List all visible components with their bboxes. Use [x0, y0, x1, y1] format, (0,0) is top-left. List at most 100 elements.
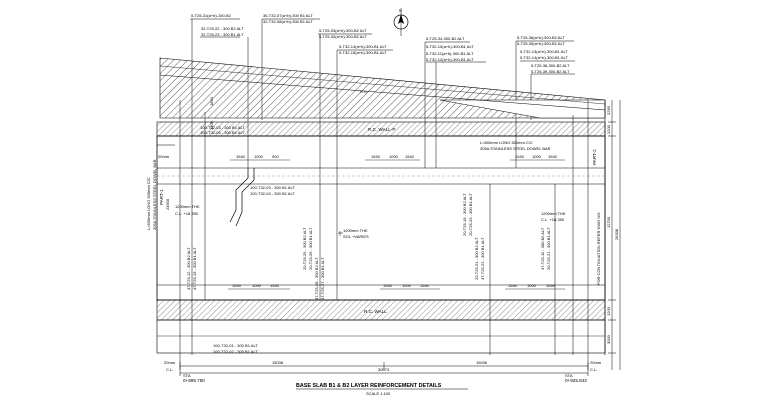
vertical-callout: 20-T25-20 - 300 B1 ALT: [468, 193, 473, 236]
station-label: STA: [565, 373, 573, 378]
dimension-text: 1540: [232, 283, 242, 288]
lower-band-label: R.C. WALL: [364, 309, 387, 314]
level-mark: C.L. +18.350: [175, 211, 199, 216]
vertical-callout: 20-T25-25 - 300 B2 ALT: [302, 227, 307, 270]
callout-label: 32-T25-23 - 300 B1 ALT: [201, 32, 244, 37]
dimension-text: 900: [272, 154, 279, 159]
dimension-text: 1540: [508, 283, 518, 288]
vertical-callout: 20-T25-21 - 300 B2 ALT: [474, 237, 479, 280]
center-note: 1200mm THK: [343, 228, 368, 233]
callout-label: 5-T32-12(a+b)-300-B1 ALT: [426, 57, 474, 62]
left-part-label: PART-1: [159, 189, 164, 205]
dimension-text: 1000: [254, 154, 264, 159]
callout-label: 5-T25-35(a+b)-300-B2 ALT: [517, 41, 565, 46]
level-mark: C.L. +18.350: [541, 217, 565, 222]
left-note: 305A STAINLESS STEEL DOWEL BAR: [152, 159, 157, 230]
dowel-note: L=800mm LONG 500mm C/C: [480, 140, 533, 145]
callout-label: 5-T32-15(a+b)-300-B1 ALT: [339, 50, 387, 55]
right-dimension: 3000: [606, 334, 611, 344]
vertical-callout: 47-T25-28 - 300 B2 ALT: [314, 257, 319, 300]
vertical-callouts: 47-T25-12 - 300 B2 ALT 47-T25-13 - 300 B…: [186, 193, 551, 300]
dimension-text: 1540: [383, 283, 393, 288]
dimension-text: 1000: [252, 283, 262, 288]
level-mark: 1200mm THK: [175, 204, 200, 209]
north-arrow-icon: N: [393, 8, 409, 36]
callout-label: 5-T25-33(a+b)-300-B2 ALT: [319, 28, 367, 33]
callout-label: 5-T32-14(a+b)-300-B1 ALT: [339, 44, 387, 49]
right-part-label: PART-2: [592, 149, 597, 165]
center-note: SOL +VARIES: [343, 234, 369, 239]
right-reference: FOR CONTINUATION REFER DWG NO.: [596, 212, 601, 285]
drawing-title: BASE SLAB B1 & B2 LAYER REINFORCEMENT DE…: [296, 383, 442, 389]
bar-note: 100-T32-03 - 300 B1 ALT: [250, 185, 295, 190]
level-mark: 1200mm THK: [541, 211, 566, 216]
left-note: L=600mm LONG 500mm C/C: [146, 177, 151, 230]
callout-label: 32-T32-08(a+b)-300 B1 ALT: [263, 19, 313, 24]
dimension-text: 1000: [389, 154, 399, 159]
callout-label: 5-T25-38-300-B2 ALT: [531, 63, 570, 68]
dimension-text: 1000: [527, 283, 537, 288]
bar-note: 100-T32-01 - 300 B1 ALT: [213, 343, 258, 348]
dimension-text: 1860: [209, 96, 214, 106]
right-dimension: 2290: [606, 105, 611, 115]
bent-bar: [235, 168, 255, 227]
vertical-callout: 47-T25-13 - 300 B1 ALT: [192, 247, 197, 290]
station-label: STA: [183, 373, 191, 378]
dimension-text: 15036: [476, 360, 488, 365]
dimension-text: 30073: [378, 367, 390, 372]
station-cl: C.L.: [166, 367, 173, 372]
right-dimension: 12700: [606, 216, 611, 228]
dimension-text: 1540: [371, 154, 381, 159]
vertical-callout: 47-T25-12 - 300 B2 ALT: [186, 247, 191, 290]
callout-label: 5-T32-14(a+b)-300-B1 ALT: [520, 55, 568, 60]
bar-note: 100-T32-03 - 300 B1 ALT: [200, 125, 245, 130]
station-value: 0+895.750: [183, 378, 205, 383]
dimension-text: 1000: [402, 283, 412, 288]
callout-label: 32-T25-22 - 300 B2 ALT: [201, 26, 244, 31]
dimension-text: 15036: [272, 360, 284, 365]
callout-label: 5-T32-10(a+b)-300-B1 ALT: [426, 44, 474, 49]
dimension-text: 1540: [405, 154, 415, 159]
upper-band-label: R.C. WALL-P: [368, 127, 395, 132]
left-margin-notes: L=600mm LONG 500mm C/C 305A STAINLESS ST…: [146, 159, 170, 230]
vertical-callout: 20-T25-26 - 300 B1 ALT: [308, 227, 313, 270]
vertical-gridlines: [179, 100, 589, 370]
callout-label: 5-T25-32(a+b)-300-B2 ALT: [319, 34, 367, 39]
vertical-callout: 47-T25-11 - 300 B2 ALT: [540, 227, 545, 270]
callout-label: 5-T32-13(a+b)-300-B1 ALT: [520, 49, 568, 54]
callout-label: 35-T32-07(a+b)-300 B1 ALT: [263, 13, 313, 18]
dimension-text: 1540: [546, 283, 556, 288]
north-label: N: [399, 8, 402, 13]
callout-label: 5-T25-36(a+b)-300-B2 ALT: [517, 35, 565, 40]
bottom-dimensions: [179, 362, 589, 376]
bar-note: 100-T32-04 - 300 B1 ALT: [200, 130, 245, 135]
dimension-text: 1540: [420, 283, 430, 288]
section-mark: R.C.: [360, 89, 368, 94]
station-cl: C.L.: [590, 367, 597, 372]
right-margin: 2290 1200 12700 1200 3000 26308 PART-2 F…: [592, 100, 621, 370]
dimension-text: 20mm: [158, 154, 170, 159]
vertical-callout: 20-T25-19 - 300 B2 ALT: [462, 193, 467, 236]
dowel-note: 305A STAINLESS STEEL DOWEL BAR: [480, 146, 551, 151]
dimension-ticks: [228, 159, 565, 290]
dimension-text: 1200: [209, 120, 214, 130]
dimension-text: 20mm: [590, 360, 602, 365]
dimension-text: 20mm: [164, 360, 176, 365]
dimension-text: 1540: [515, 154, 525, 159]
dimension-text: 1540: [270, 283, 280, 288]
callout-label: 5-T25-39-300-B2 ALT: [531, 69, 570, 74]
right-dimension: 1200: [606, 306, 611, 316]
drawing-scale: SCALE 1:100: [366, 391, 391, 396]
slab-outline: [156, 135, 606, 301]
vertical-callout: 20-T25-21 - 300 B1 ALT: [546, 227, 551, 270]
bar-note: 100-T32-04 - 300 B1 ALT: [250, 191, 295, 196]
bent-bar: [229, 168, 249, 223]
vertical-callout: 47-T25-27 - 300 B1 ALT: [320, 257, 325, 300]
bar-note: 100-T32-02 - 300 B1 ALT: [213, 349, 258, 354]
dimension-text: 1540: [548, 154, 558, 159]
callout-label: 5-T32-11(a+b)-300-B1 ALT: [426, 51, 474, 56]
callout-label: 5-T25-31(a+b)-150-B2: [191, 13, 232, 18]
vertical-callout: 47-T25-22 - 300 B1 ALT: [480, 237, 485, 280]
right-dimension: 1200: [606, 124, 611, 134]
